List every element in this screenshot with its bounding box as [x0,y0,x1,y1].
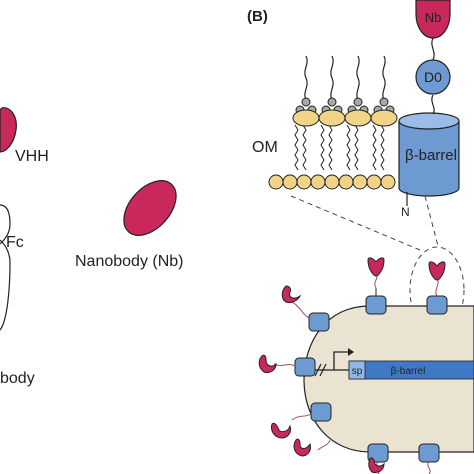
nanobody-shape [123,180,177,236]
dna-break-mark [314,363,327,377]
display-unit-bottom-1 [367,443,389,474]
vhh-domain-shape [0,107,17,153]
promoter-arrowhead [348,348,354,356]
display-unit-top-1 [365,257,387,315]
n-terminus-label: N [401,205,410,219]
vhh-label: VHH [15,148,49,165]
display-unit-bottom-left [293,438,331,457]
fc-label: Fc [6,234,24,251]
d0-linker [431,94,435,115]
nb-domain-label: Nb [425,10,442,25]
displayed-nanobody-units [258,257,448,474]
promoter-arrow [333,351,350,370]
nb-domain [415,0,451,39]
beta-barrel-label: β-barrel [405,147,457,164]
display-unit-bottom-mid [368,457,385,473]
beta-barrel-body [398,120,460,197]
gene-barrel-label: β-barrel [391,366,426,377]
antibody-label-fragment: body [0,370,35,387]
signal-peptide-label: sp [352,366,363,377]
nanobody-label: Nanobody (Nb) [75,253,184,270]
beta-barrel-top [398,112,460,130]
lipid-tails [294,124,385,171]
display-unit-top-2 [426,261,448,315]
fc-hinge-mark [0,239,3,245]
lipid-heads-inner [268,174,396,190]
display-unit-left-lower [271,402,332,439]
lipid-heads-outer [292,109,398,127]
d0-domain-label: D0 [424,69,442,85]
lps-chains [304,55,386,101]
display-unit-left-upper [281,285,330,332]
nb-linker [431,37,435,61]
display-unit-left-mid [258,354,316,377]
panel-b-label: (B) [247,8,268,25]
outer-membrane-label: OM [252,139,278,156]
display-unit-bottom-2 [418,443,440,474]
antibody-fc-outline [0,204,11,331]
